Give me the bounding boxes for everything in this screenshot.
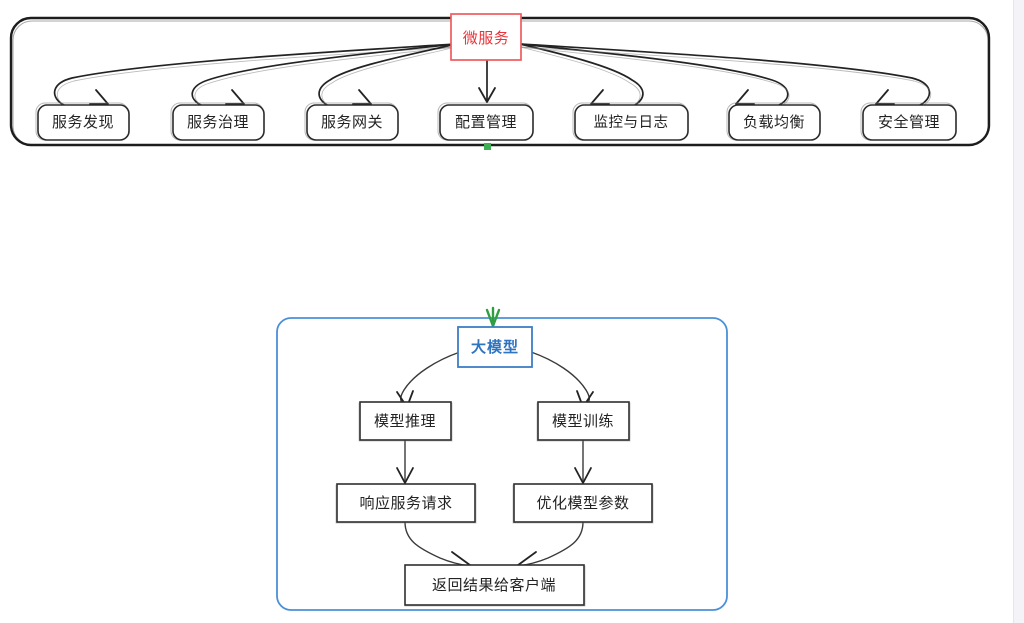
edge-root-to-service-governance-ghost	[194, 46, 457, 106]
node-llm-root-label: 大模型	[471, 338, 519, 356]
arrowhead-service-gateway	[352, 89, 372, 105]
node-security-management-label: 安全管理	[878, 113, 940, 131]
arrowhead-load-balancing	[735, 89, 755, 105]
edge-optimize-to-return	[517, 521, 584, 567]
node-model-training-box	[537, 401, 630, 441]
node-service-governance-box	[172, 104, 265, 141]
node-service-gateway[interactable]: 服务网关	[304, 102, 399, 141]
node-response-service-request[interactable]: 响应服务请求	[335, 483, 477, 524]
node-service-discovery-box	[37, 104, 130, 141]
node-service-gateway-box	[306, 104, 399, 141]
edge-root-to-security-management-ghost	[519, 46, 932, 106]
node-config-management-label: 配置管理	[455, 114, 517, 131]
node-monitoring-logging-box	[574, 104, 689, 141]
node-optimize-model-params-label: 优化模型参数	[536, 495, 629, 512]
node-config-management[interactable]: 配置管理	[437, 102, 534, 141]
llm-flow-edges	[396, 351, 594, 569]
node-response-service-request-label: 响应服务请求	[359, 494, 452, 512]
node-monitoring-logging[interactable]: 监控与日志	[572, 102, 689, 141]
node-microservice-root[interactable]: 微服务	[450, 13, 522, 61]
node-load-balancing[interactable]: 负载均衡	[726, 102, 821, 141]
node-config-management-box	[439, 104, 534, 141]
arrowhead-service-governance	[225, 89, 245, 105]
node-service-discovery[interactable]: 服务发现	[35, 102, 130, 141]
node-return-result-to-client-box	[404, 564, 585, 606]
microservice-edges	[53, 43, 932, 111]
node-microservice-root-box	[450, 13, 522, 61]
edge-root-to-load-balancing-ghost	[519, 46, 790, 106]
arrowhead-service-discovery	[89, 89, 109, 105]
node-load-balancing-box	[728, 104, 821, 141]
node-service-governance[interactable]: 服务治理	[170, 102, 265, 141]
node-response-service-request-box	[336, 483, 476, 523]
node-service-governance-label: 服务治理	[187, 114, 249, 131]
node-model-inference-box	[359, 401, 452, 441]
connection-anchor-marker	[484, 143, 491, 150]
node-model-training-label: 模型训练	[552, 413, 614, 430]
node-service-gateway-label: 服务网关	[321, 114, 383, 131]
edge-root-to-service-gateway	[318, 43, 457, 111]
llm-flow-container[interactable]	[276, 317, 728, 611]
arrowhead-config-management	[478, 87, 496, 103]
node-model-inference[interactable]: 模型推理	[358, 401, 453, 442]
llm-flow-container-frame	[276, 317, 728, 611]
arrowhead-security-management	[875, 89, 895, 105]
node-return-result-to-client[interactable]: 返回结果给客户端	[404, 564, 586, 607]
edge-root-to-service-discovery-ghost	[56, 46, 457, 106]
node-security-management-box	[862, 104, 957, 141]
node-model-inference-label: 模型推理	[374, 413, 436, 430]
node-llm-root-box	[457, 326, 533, 368]
node-optimize-model-params[interactable]: 优化模型参数	[512, 483, 654, 524]
edge-root-to-service-gateway-ghost	[321, 46, 457, 107]
node-security-management[interactable]: 安全管理	[860, 102, 957, 141]
node-microservice-root-label: 微服务	[463, 30, 510, 47]
edge-response-to-return	[404, 521, 471, 567]
page-right-margin-strip	[1013, 0, 1024, 623]
node-load-balancing-label: 负载均衡	[743, 114, 805, 131]
node-monitoring-logging-label: 监控与日志	[594, 114, 669, 131]
arrowhead-monitoring-logging	[590, 89, 610, 105]
node-optimize-model-params-box	[513, 483, 653, 523]
arrowhead-response-service	[396, 467, 414, 484]
inbound-arrow-icon	[485, 306, 501, 328]
node-service-discovery-label: 服务发现	[52, 114, 114, 131]
edge-root-to-monitoring-logging-ghost	[519, 46, 641, 107]
node-return-result-to-client-label: 返回结果给客户端	[432, 577, 556, 594]
node-llm-root[interactable]: 大模型	[457, 326, 533, 368]
node-model-training[interactable]: 模型训练	[536, 401, 631, 442]
arrowhead-optimize-params	[574, 467, 592, 484]
